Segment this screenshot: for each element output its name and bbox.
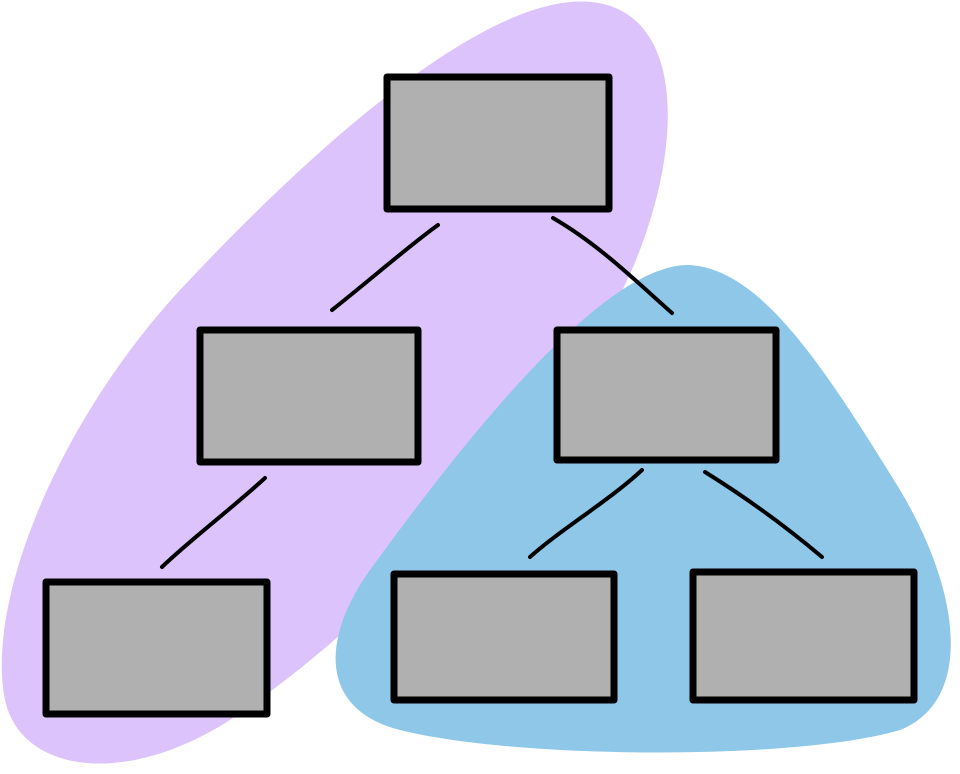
edge-mid-right-to-leaf-mid [528,468,644,559]
node-mid-left [196,326,422,466]
edge-mid-left-to-leaf-left [160,476,267,569]
node-leaf-right [689,568,918,704]
node-leaf-left [42,578,271,718]
edge-root-to-mid-left [330,223,440,312]
node-root [383,73,613,213]
edges [160,216,824,569]
edge-root-to-mid-right [551,216,674,315]
node-leaf-mid [390,570,618,704]
nodes [42,73,918,718]
edge-mid-right-to-leaf-right [703,470,824,559]
node-mid-right [553,326,780,464]
